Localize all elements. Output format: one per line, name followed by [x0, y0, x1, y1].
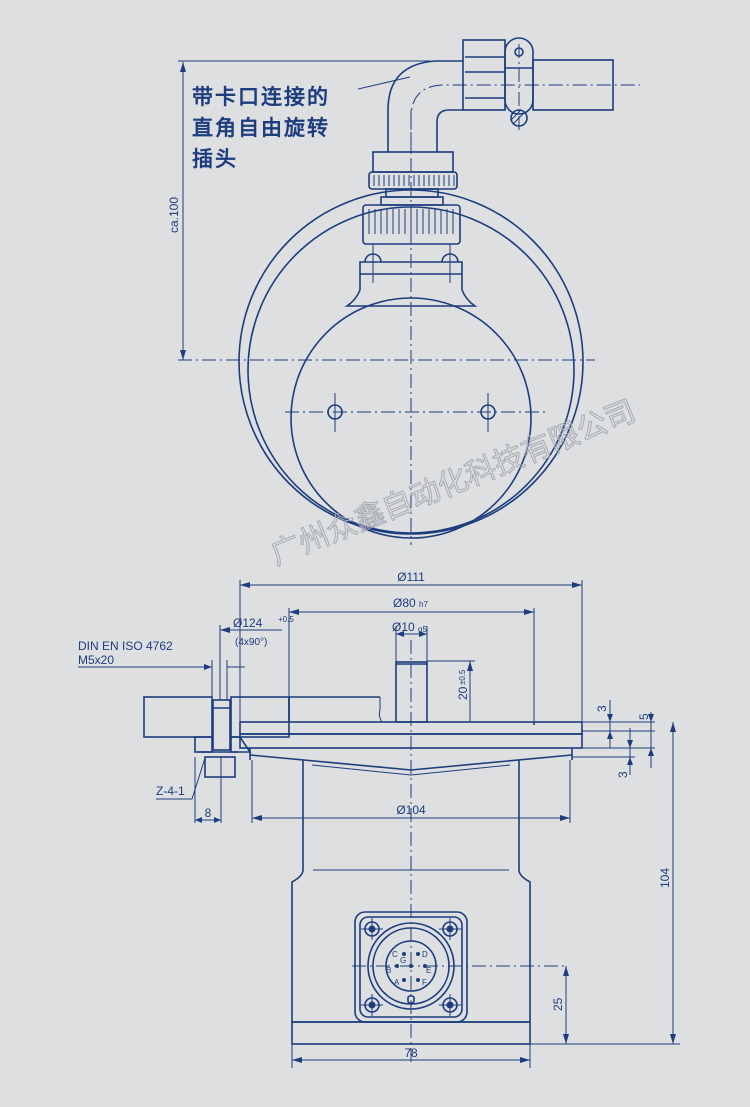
callout-line-2: 直角自由旋转: [192, 115, 330, 140]
dim-d10-tol: g5: [418, 625, 427, 634]
top-view: ca.100: [167, 37, 640, 545]
elbow-outer: [387, 60, 463, 152]
screw-section: [212, 699, 231, 751]
elbow-inner: [436, 109, 463, 152]
dim-d124-tol: +0.5: [278, 615, 294, 624]
dim-shaft-len-label: 20: [456, 686, 470, 700]
knurl-lines: [373, 175, 455, 186]
dim-d104-label: Ø104: [396, 803, 426, 817]
arrow: [220, 627, 230, 633]
side-view: Ø111 Ø80 h7 Ø10 g5 20 ±0.5 Ø124 +0.5 (4x…: [78, 570, 680, 1068]
dim-shaft-len-tol: ±0.5: [458, 669, 467, 685]
watermark: 广州众鑫自动化科技有限公司: [266, 394, 641, 573]
arrow: [467, 661, 473, 671]
connector-pin-a: [402, 978, 406, 982]
arrow: [627, 757, 633, 765]
connector-pin-g: [409, 964, 413, 968]
connector-pin-label-d: D: [422, 950, 428, 959]
arrow: [563, 1034, 569, 1044]
dim-d10-label: Ø10: [392, 620, 415, 634]
arrow: [648, 714, 654, 722]
connector-pin-c: [402, 952, 406, 956]
elbow-centerline: [410, 84, 640, 152]
callout-line-1: 带卡口连接的: [192, 84, 330, 109]
arrow: [563, 966, 569, 976]
connector-flange: ABC DEF G: [352, 911, 566, 1023]
arrow: [607, 731, 613, 739]
connector-pin-d: [416, 952, 420, 956]
arrow: [292, 1057, 302, 1063]
connector-base: [344, 261, 478, 307]
arrow: [289, 609, 299, 615]
dim-d111-label: Ø111: [397, 570, 425, 584]
connector-key: [407, 995, 415, 1004]
connector-pin-f: [416, 978, 420, 982]
arrow: [419, 631, 427, 637]
arrow: [214, 817, 221, 823]
dim-3b-label: 3: [616, 771, 630, 778]
arrow: [560, 815, 570, 821]
arrow: [240, 582, 250, 588]
nut-collar: [380, 196, 444, 206]
connector-pin-b: [395, 964, 399, 968]
dim-d124-label: Ø124: [233, 616, 263, 630]
arrow: [396, 631, 404, 637]
arrow: [627, 740, 633, 748]
dim-d80-tol: h7: [419, 600, 428, 609]
body-circle: [290, 297, 532, 539]
arrow: [670, 722, 676, 732]
clamp-label: Z-4-1: [156, 784, 185, 798]
dim-78-label: 78: [404, 1046, 418, 1060]
break-line: [378, 697, 383, 723]
plug-body: [372, 151, 454, 173]
plug-head: [462, 39, 506, 111]
inner-ring: [247, 206, 575, 534]
plate-section-left: [143, 696, 213, 738]
dim-104-label: 104: [658, 868, 672, 888]
dim-3a-label: 3: [595, 705, 609, 712]
arrow: [648, 748, 654, 756]
clamp-section-left: [194, 736, 213, 753]
dim-8-label: 8: [205, 806, 212, 820]
screw-head-side: [204, 756, 236, 778]
arrow: [180, 350, 186, 360]
dim-5-label: 5: [637, 713, 651, 720]
arrow: [204, 664, 212, 670]
arrow: [520, 1057, 530, 1063]
arrow: [180, 62, 186, 72]
taper-inner: [311, 764, 511, 776]
arrow: [195, 817, 202, 823]
arrow: [252, 815, 262, 821]
dim-d124-note: (4x90°): [235, 637, 267, 648]
arrow: [572, 582, 582, 588]
callout-leader: [357, 76, 411, 90]
connector-pin-label-a: A: [394, 978, 400, 987]
mounting-plate: [143, 696, 383, 778]
arrow: [524, 609, 534, 615]
dim-d80-label: Ø80: [393, 596, 416, 610]
connector-pin-e: [423, 964, 427, 968]
outer-ring: [238, 189, 584, 535]
connector-square-inner: [359, 916, 463, 1018]
connector-pin-label-f: F: [422, 978, 427, 987]
cable-outlet: [532, 59, 614, 111]
connector-pin-label-b: B: [386, 966, 391, 975]
screw-spec-line-1: DIN EN ISO 4762: [78, 639, 173, 653]
dim-25-label: 25: [551, 997, 565, 1011]
clamp-leader: [156, 757, 206, 800]
callout-line-3: 插头: [192, 146, 238, 171]
connector-square-outer: [354, 911, 468, 1023]
connector-pin-label-g: G: [400, 956, 406, 965]
arrow: [607, 714, 613, 722]
arrow: [670, 1034, 676, 1044]
dim-ca100-label: ca.100: [167, 197, 181, 233]
knurl-lines: [368, 209, 454, 234]
screw-spec-line-2: M5x20: [78, 653, 114, 667]
connector-pin-label-e: E: [426, 966, 431, 975]
flange-body: [239, 733, 583, 749]
connector-pin-label-c: C: [392, 950, 398, 959]
